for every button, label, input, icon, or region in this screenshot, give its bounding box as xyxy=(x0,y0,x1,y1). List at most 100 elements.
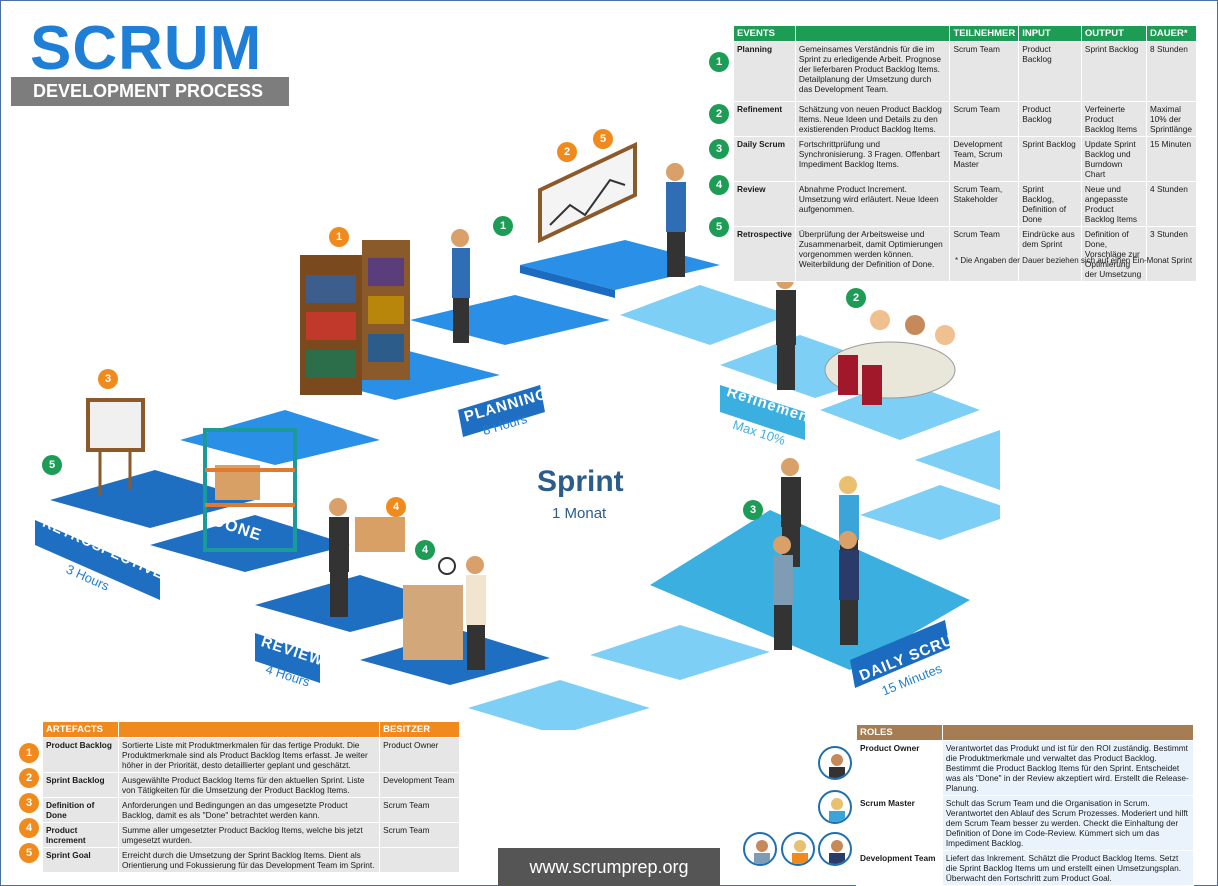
roles-header: ROLES xyxy=(856,724,943,741)
event-desc: Schätzung von neuen Product Backlog Item… xyxy=(794,101,951,137)
table-row: Planning Gemeinsames Verständnis für die… xyxy=(733,41,1197,102)
artefacts-header: ARTEFACTS xyxy=(42,721,119,738)
badge-artefact-5: 5 xyxy=(593,129,613,149)
artefact-name: Definition of Done xyxy=(42,797,119,823)
event-input: Sprint Backlog xyxy=(1018,136,1082,182)
event-input: Eindrücke aus dem Sprint xyxy=(1018,226,1082,282)
artefact-desc: Ausgewählte Product Backlog Items für de… xyxy=(117,772,381,798)
artefact-desc: Anforderungen und Bedingungen an das umg… xyxy=(117,797,381,823)
event-output: Verfeinerte Product Backlog Items xyxy=(1080,101,1148,137)
event-name: Planning xyxy=(733,41,796,102)
magnifier-icon xyxy=(438,557,456,575)
event-duration: 15 Minuten xyxy=(1146,136,1197,182)
table-row: Product Increment Summe aller umgesetzte… xyxy=(42,822,460,848)
artefact-desc: Sortierte Liste mit Produktmerkmalen für… xyxy=(117,737,381,773)
badge-artefact-2: 2 xyxy=(557,142,577,162)
artefact-owner xyxy=(379,847,460,873)
event-badge-5: 5 xyxy=(709,217,729,237)
event-desc: Überprüfung der Arbeitsweise und Zusamme… xyxy=(794,226,951,282)
table-row: Retrospective Überprüfung der Arbeitswei… xyxy=(733,226,1197,282)
table-row: Refinement Schätzung von neuen Product B… xyxy=(733,101,1197,137)
event-participants: Scrum Team xyxy=(949,101,1020,137)
artefact-name: Sprint Goal xyxy=(42,847,119,873)
artefact-badge-1: 1 xyxy=(19,743,39,763)
events-header-input: INPUT xyxy=(1018,25,1082,42)
sprint-subtitle: 1 Monat xyxy=(552,505,607,522)
artefact-badge-2: 2 xyxy=(19,768,39,788)
logo-title: SCRUM xyxy=(30,14,263,83)
events-header-participants: TEILNEHMER xyxy=(949,25,1020,42)
event-badge-4: 4 xyxy=(709,175,729,195)
big-box-illustration xyxy=(403,585,463,660)
table-row: Product Backlog Sortierte Liste mit Prod… xyxy=(42,737,460,773)
meeting-table-illustration xyxy=(824,310,956,405)
badge-artefact-3: 3 xyxy=(98,369,118,389)
artefacts-table: ARTEFACTS BESITZER Product Backlog Sorti… xyxy=(42,721,460,873)
badge-event-2: 2 xyxy=(846,288,866,308)
artefact-name: Product Increment xyxy=(42,822,119,848)
artefact-badge-3: 3 xyxy=(19,793,39,813)
box-illustration xyxy=(355,517,405,552)
badge-event-4: 4 xyxy=(415,540,435,560)
footer-url[interactable]: www.scrumprep.org xyxy=(498,848,720,886)
product-owner-avatar xyxy=(818,746,852,780)
artefacts-header-desc xyxy=(117,721,381,738)
event-participants: Scrum Team xyxy=(949,41,1020,102)
event-input: Product Backlog xyxy=(1018,41,1082,102)
artefact-owner: Product Owner xyxy=(379,737,460,773)
table-row: Review Abnahme Product Increment. Umsetz… xyxy=(733,181,1197,227)
artefact-desc: Erreicht durch die Umsetzung der Sprint … xyxy=(117,847,381,873)
role-name: Scrum Master xyxy=(856,795,943,851)
events-header-events: EVENTS xyxy=(733,25,796,42)
artefact-name: Sprint Backlog xyxy=(42,772,119,798)
table-row: Development Team Liefert das Inkrement. … xyxy=(856,850,1195,886)
done-rack-illustration xyxy=(203,428,297,552)
path-tiles xyxy=(50,240,1000,730)
badge-artefact-4: 4 xyxy=(386,497,406,517)
artefacts-header-owner: BESITZER xyxy=(379,721,460,738)
event-input: Sprint Backlog, Definition of Done xyxy=(1018,181,1082,227)
artefact-badge-4: 4 xyxy=(19,818,39,838)
whiteboard-illustration xyxy=(86,141,637,495)
role-desc: Verantwortet das Produkt und ist für den… xyxy=(941,740,1195,796)
events-table: EVENTS TEILNEHMER INPUT OUTPUT DAUER* Pl… xyxy=(733,25,1197,282)
event-badge-2: 2 xyxy=(709,104,729,124)
table-row: Sprint Goal Erreicht durch die Umsetzung… xyxy=(42,847,460,873)
sprint-diagram xyxy=(35,141,1000,730)
event-name: Daily Scrum xyxy=(733,136,796,182)
event-duration: 8 Stunden xyxy=(1146,41,1197,102)
events-header-duration: DAUER* xyxy=(1146,25,1197,42)
event-badge-3: 3 xyxy=(709,139,729,159)
event-name: Refinement xyxy=(733,101,796,137)
event-badge-1: 1 xyxy=(709,52,729,72)
events-header-output: OUTPUT xyxy=(1080,25,1148,42)
artefact-badge-5: 5 xyxy=(19,843,39,863)
event-input: Product Backlog xyxy=(1018,101,1082,137)
events-header-desc xyxy=(794,25,951,42)
role-desc: Schult das Scrum Team und die Organisati… xyxy=(941,795,1195,851)
table-row: Daily Scrum Fortschrittprüfung und Synch… xyxy=(733,136,1197,182)
logo-subtitle: DEVELOPMENT PROCESS xyxy=(11,77,289,106)
event-output: Definition of Done, Vorschläge zur Optim… xyxy=(1080,226,1148,282)
event-desc: Gemeinsames Verständnis für die im Sprin… xyxy=(794,41,951,102)
station-plates xyxy=(35,385,950,688)
event-name: Retrospective xyxy=(733,226,796,282)
event-desc: Fortschrittprüfung und Synchronisierung.… xyxy=(794,136,951,182)
table-row: Definition of Done Anforderungen und Bed… xyxy=(42,797,460,823)
event-duration: Maximal 10% der Sprintlänge xyxy=(1146,101,1197,137)
event-output: Update Sprint Backlog und Burndown Chart xyxy=(1080,136,1148,182)
duration-note: * Die Angaben der Dauer beziehen sich au… xyxy=(955,256,1193,265)
artefact-owner: Development Team xyxy=(379,772,460,798)
badge-event-5: 5 xyxy=(42,455,62,475)
artefact-name: Product Backlog xyxy=(42,737,119,773)
event-output: Neue und angepasste Product Backlog Item… xyxy=(1080,181,1148,227)
dev-team-avatar-1 xyxy=(743,832,777,866)
sprint-title: Sprint xyxy=(537,465,624,498)
roles-table: ROLES Product Owner Verantwortet das Pro… xyxy=(856,724,1195,886)
badge-event-1: 1 xyxy=(493,216,513,236)
roles-header-desc xyxy=(941,724,1195,741)
event-participants: Scrum Team, Stakeholder xyxy=(949,181,1020,227)
event-duration: 4 Stunden xyxy=(1146,181,1197,227)
artefact-owner: Scrum Team xyxy=(379,822,460,848)
event-name: Review xyxy=(733,181,796,227)
